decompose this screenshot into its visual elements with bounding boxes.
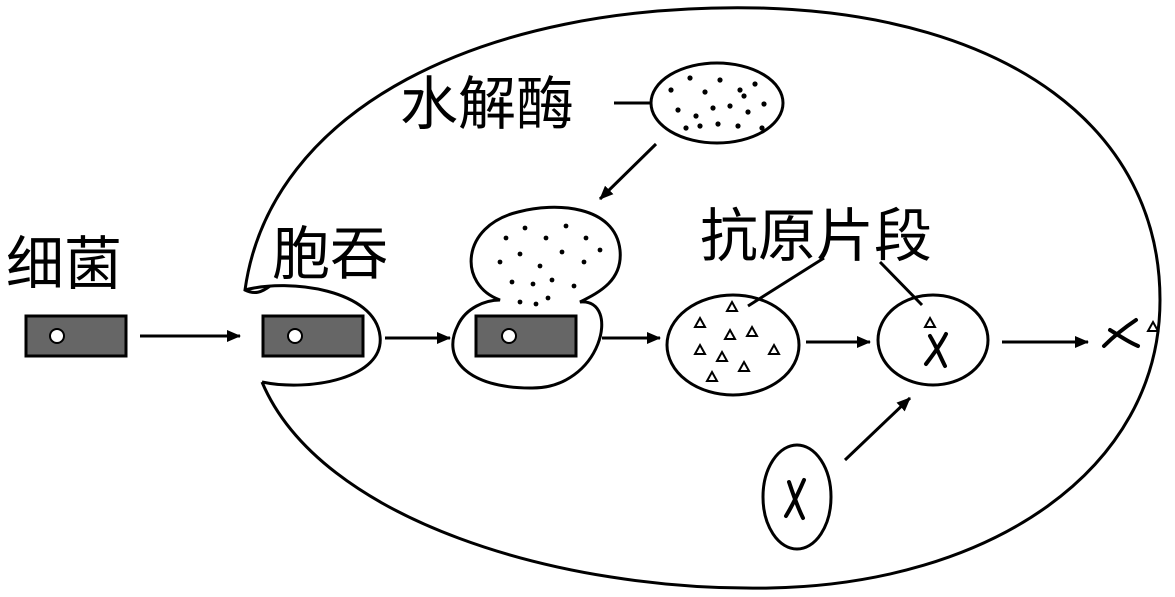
surface-antigen-fragment (1146, 319, 1160, 332)
engulfing-vesicle-membrane (244, 284, 382, 387)
label-bacteria: 细菌 (6, 230, 122, 298)
arrow-lysosome-to-fusion (598, 142, 658, 201)
surface-mhc-complex (1102, 318, 1140, 348)
label-hydrolase: 水解酶 (400, 70, 574, 138)
hydrolase-dots (668, 75, 767, 131)
bacterium-in-vesicle (474, 314, 578, 358)
antigen-pointer-line-2 (878, 260, 924, 307)
arrow-6 (843, 396, 912, 462)
mhc-molecule (924, 332, 948, 368)
antigen-pointer-line-1 (747, 256, 825, 308)
fusion-dots (497, 223, 603, 307)
cell-membrane (243, 6, 1162, 590)
bacterium-engulfed (261, 314, 365, 358)
mhc-antigen-fragment (923, 315, 937, 328)
label-antigen-fragment: 抗原片段 (700, 202, 932, 270)
mhc-molecule-2 (784, 478, 806, 520)
antigen-fragments (693, 299, 781, 382)
label-phagocytosis: 胞吞 (272, 220, 388, 288)
bacterium-free (24, 314, 128, 358)
fusion-vesicle (451, 205, 622, 390)
lysosome (649, 61, 785, 145)
